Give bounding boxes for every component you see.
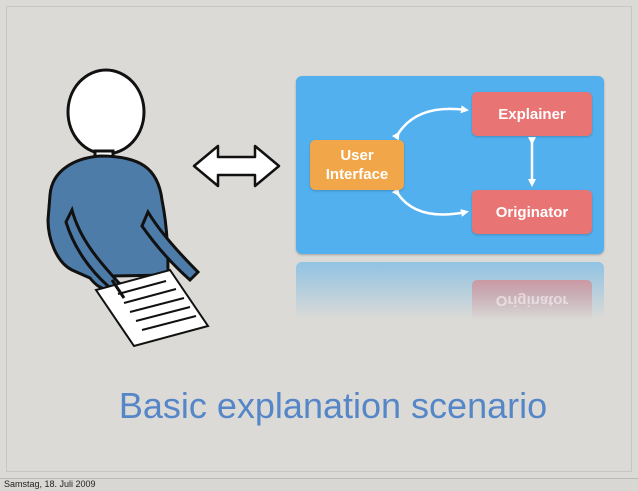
diagram-connectors — [391, 105, 536, 217]
originator-label: Originator — [495, 203, 569, 221]
slide-title: Basic explanation scenario — [118, 385, 548, 426]
originator-reflection: Originator — [472, 280, 592, 320]
ui-explainer-arrow — [391, 105, 469, 141]
ui-originator-arrow — [391, 187, 469, 217]
footer-date: Samstag, 18. Juli 2009 — [4, 479, 96, 489]
user-interface-box: User Interface — [310, 140, 404, 190]
diagram-reflection: Originator — [296, 262, 604, 320]
explainer-box: Explainer — [472, 92, 592, 136]
double-arrow-icon — [192, 144, 281, 188]
explainer-label: Explainer — [498, 105, 566, 123]
slide: Originator User Interface Explainer Orig… — [0, 6, 638, 479]
person-illustration — [46, 68, 210, 348]
originator-box: Originator — [472, 190, 592, 234]
user-interface-label: User Interface — [325, 147, 389, 183]
